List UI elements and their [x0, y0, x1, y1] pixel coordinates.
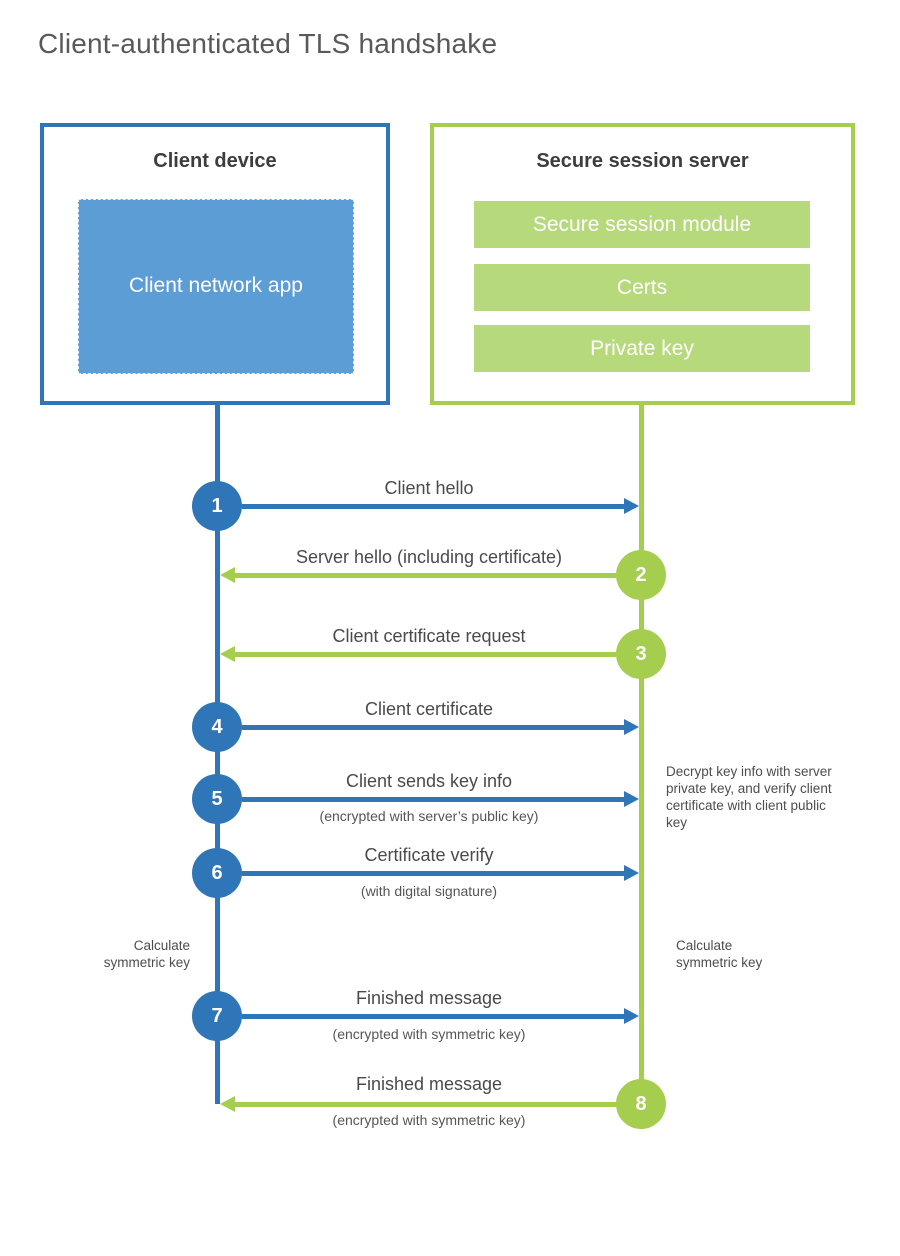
- secure-session-server-heading: Secure session server: [536, 150, 749, 172]
- step-circle-6: 6: [192, 848, 242, 898]
- step-circle-3: 3: [616, 629, 666, 679]
- arrowhead-left-icon: [220, 646, 235, 662]
- page-title: Client-authenticated TLS handshake: [38, 28, 498, 59]
- arrowhead-right-icon: [624, 719, 639, 735]
- note-decrypt-key-info: Decrypt key info with server private key…: [666, 764, 832, 830]
- module-bar-secure-session-module: Secure session module: [474, 201, 810, 248]
- message-label-8: Finished message: [355, 1074, 503, 1094]
- module-bar-certs: Certs: [474, 264, 810, 311]
- message-label-5: Client sends key info: [345, 771, 513, 791]
- step-circle-8: 8: [616, 1079, 666, 1129]
- arrowhead-left-icon: [220, 1096, 235, 1112]
- message-arrow-3: [234, 652, 616, 657]
- message-label-6: Certificate verify: [364, 845, 494, 865]
- message-sublabel-8: (encrypted with symmetric key): [332, 1112, 526, 1128]
- step-number-7: 7: [211, 1004, 223, 1027]
- step-number-6: 6: [211, 861, 223, 884]
- message-sublabel-5: (encrypted with server’s public key): [319, 808, 539, 824]
- message-arrow-8: [234, 1102, 616, 1107]
- message-label-3: Client certificate request: [332, 626, 526, 646]
- step-circle-5: 5: [192, 774, 242, 824]
- message-sublabel-6: (with digital signature): [360, 883, 498, 899]
- step-number-3: 3: [635, 642, 647, 665]
- step-number-1: 1: [211, 494, 223, 517]
- message-arrow-2: [234, 573, 616, 578]
- arrowhead-right-icon: [624, 498, 639, 514]
- step-number-8: 8: [635, 1092, 647, 1115]
- step-circle-1: 1: [192, 481, 242, 531]
- client-network-app-label: Client network app: [129, 274, 303, 298]
- note-calculate-symmetric-key-client: Calculate symmetric key: [103, 938, 190, 970]
- step-circle-2: 2: [616, 550, 666, 600]
- message-label-2: Server hello (including certificate): [295, 547, 563, 567]
- arrowhead-right-icon: [624, 791, 639, 807]
- server-lifeline: [639, 405, 644, 1129]
- arrowhead-right-icon: [624, 865, 639, 881]
- arrowhead-right-icon: [624, 1008, 639, 1024]
- step-number-5: 5: [211, 787, 223, 810]
- client-network-app-box: Client network app: [78, 199, 354, 374]
- message-arrow-4: [242, 725, 624, 730]
- arrowhead-left-icon: [220, 567, 235, 583]
- step-number-4: 4: [211, 715, 223, 738]
- message-label-7: Finished message: [355, 988, 503, 1008]
- module-bar-private-key: Private key: [474, 325, 810, 372]
- step-circle-4: 4: [192, 702, 242, 752]
- message-sublabel-7: (encrypted with symmetric key): [332, 1026, 526, 1042]
- message-label-1: Client hello: [384, 478, 474, 498]
- note-calculate-symmetric-key-server: Calculate symmetric key: [676, 938, 763, 970]
- message-arrow-1: [242, 504, 624, 509]
- message-label-4: Client certificate: [364, 699, 494, 719]
- message-arrow-6: [242, 871, 624, 876]
- message-arrow-7: [242, 1014, 624, 1019]
- message-arrow-5: [242, 797, 624, 802]
- step-number-2: 2: [635, 563, 647, 586]
- step-circle-7: 7: [192, 991, 242, 1041]
- client-device-heading: Client device: [153, 150, 277, 172]
- client-lifeline: [215, 405, 220, 1104]
